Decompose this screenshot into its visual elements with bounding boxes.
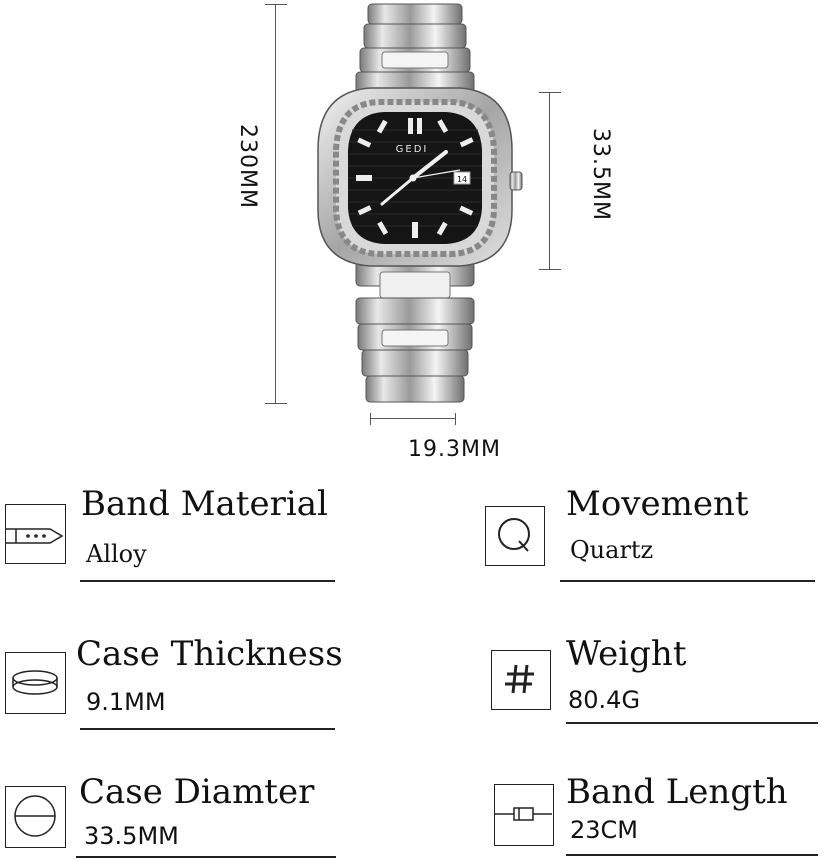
band-length-icon: [494, 784, 554, 846]
case-diameter-dimension-line: [539, 92, 561, 270]
spec-case-thickness: Case Thickness 9.1MM: [0, 630, 343, 740]
case-thickness-icon: [5, 652, 66, 714]
spec-value: 23CM: [570, 816, 639, 844]
band-length-dimension-label: 230MM: [235, 124, 260, 209]
spec-divider: [80, 580, 335, 582]
band-width-dimension-label: 19.3MM: [408, 437, 501, 462]
hash-icon: [491, 650, 551, 710]
band-length-dimension-line: [265, 4, 287, 404]
spec-title: Movement: [566, 484, 749, 524]
spec-value: 33.5MM: [84, 822, 179, 850]
lower-bracelet: [355, 261, 475, 403]
upper-bracelet: [355, 3, 475, 95]
spec-divider: [566, 722, 818, 724]
spec-title: Case Thickness: [76, 634, 343, 674]
spec-case-diameter: Case Diamter 33.5MM: [0, 768, 340, 861]
spec-value: Quartz: [570, 536, 654, 564]
spec-divider: [566, 854, 818, 856]
spec-title: Band Material: [81, 484, 328, 524]
spec-band-material: Band Material Alloy: [0, 480, 340, 590]
spec-title: Weight: [566, 634, 687, 674]
band-buckle-icon: [5, 504, 66, 564]
band-width-dimension-line: [370, 413, 456, 425]
dial-brand-text: GEDI: [396, 144, 429, 155]
spec-value: Alloy: [86, 540, 147, 568]
case-diameter-icon: [5, 786, 66, 848]
spec-weight: Weight 80.4G: [480, 630, 820, 740]
spec-divider: [560, 580, 815, 582]
date-window-text: 14: [457, 175, 467, 184]
watch-dial: 14 GEDI: [348, 112, 482, 244]
spec-title: Case Diamter: [79, 772, 315, 812]
spec-movement: Movement Quartz: [480, 480, 820, 590]
spec-title: Band Length: [566, 772, 788, 812]
spec-value: 9.1MM: [86, 688, 166, 716]
spec-band-length: Band Length 23CM: [480, 768, 820, 861]
case-diameter-dimension-label: 33.5MM: [588, 128, 613, 221]
spec-divider: [76, 856, 336, 858]
movement-q-icon: [485, 506, 545, 566]
spec-divider: [80, 728, 335, 730]
spec-value: 80.4G: [568, 686, 641, 714]
watch-image: 14 GEDI: [317, 3, 523, 403]
